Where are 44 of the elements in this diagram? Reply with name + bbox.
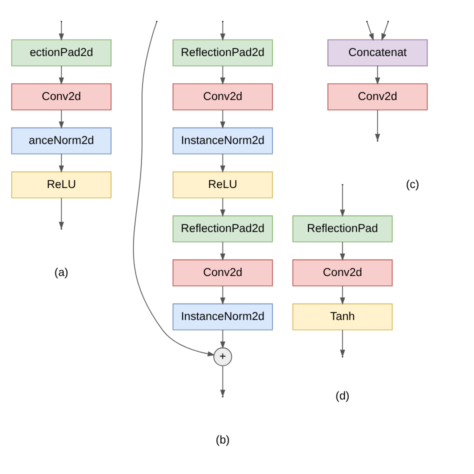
arrow xyxy=(220,108,226,128)
arrow xyxy=(340,241,346,260)
node-box: Tanh xyxy=(292,302,393,330)
arrow xyxy=(375,64,380,84)
arrow xyxy=(375,108,380,141)
node-box: ReflectionPad xyxy=(292,214,393,242)
label: (d) xyxy=(336,390,350,402)
node-box: Conv2d xyxy=(172,82,273,110)
arrow xyxy=(220,241,226,260)
arrow xyxy=(382,21,389,40)
node-box: ReLU xyxy=(172,170,273,198)
arrow xyxy=(220,196,226,216)
node-box: ectionPad2d xyxy=(11,38,112,66)
arrow xyxy=(220,64,226,84)
arrow xyxy=(340,184,346,216)
arrow xyxy=(220,285,226,304)
label: (b) xyxy=(216,434,230,446)
arrow xyxy=(366,21,374,40)
label: (a) xyxy=(54,266,68,278)
node-box: Conv2d xyxy=(292,258,393,286)
node-box: anceNorm2d xyxy=(11,126,112,154)
node-circle: + xyxy=(213,346,232,366)
label: (c) xyxy=(406,178,420,190)
arrow xyxy=(58,196,64,229)
node-box: Concatenat xyxy=(327,38,428,66)
node-box: InstanceNorm2d xyxy=(172,302,273,330)
arrow xyxy=(58,108,64,128)
node-box: ReflectionPad2d xyxy=(172,38,273,66)
arrow xyxy=(58,21,64,40)
arrow xyxy=(220,365,226,397)
node-box: InstanceNorm2d xyxy=(172,126,273,154)
arrow xyxy=(340,329,346,357)
arrow xyxy=(58,152,64,172)
node-box: ReflectionPad2d xyxy=(172,214,273,242)
arrow xyxy=(220,329,226,348)
arrow xyxy=(220,21,226,40)
arrow xyxy=(58,64,64,84)
arrow xyxy=(340,285,346,304)
node-box: Conv2d xyxy=(327,82,428,110)
arrow xyxy=(133,21,216,356)
node-box: ReLU xyxy=(11,170,112,198)
node-box: Conv2d xyxy=(172,258,273,286)
node-box: Conv2d xyxy=(11,82,112,110)
arrow xyxy=(220,152,226,172)
